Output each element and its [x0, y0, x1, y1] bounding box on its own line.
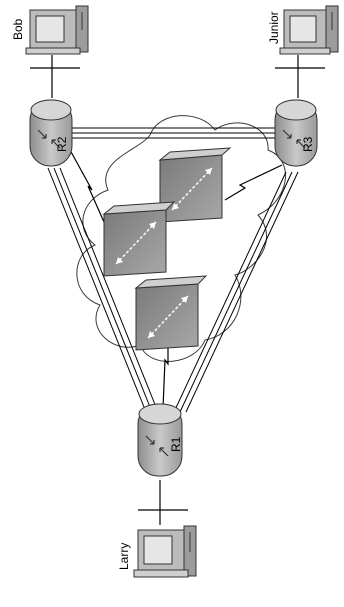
router-label-r3: R3: [301, 136, 315, 152]
lan-bob: [30, 55, 80, 98]
router-label-r2: R2: [55, 136, 69, 152]
host-label-junior: Junior: [267, 11, 281, 44]
pc-junior: [280, 6, 338, 54]
lan-junior: [275, 55, 325, 98]
router-r3: R3: [275, 100, 317, 166]
host-label-larry: Larry: [117, 543, 131, 570]
lan-larry: [138, 480, 188, 525]
pc-bob: [26, 6, 88, 54]
switch-top-right: [160, 148, 230, 222]
router-label-r1: R1: [169, 436, 183, 452]
pc-larry: [134, 526, 196, 577]
switch-bottom: [136, 276, 206, 350]
router-r1: R1: [138, 404, 183, 476]
host-label-bob: Bob: [11, 18, 25, 40]
router-r2: R2: [30, 100, 72, 166]
switch-middle-left: [104, 202, 174, 276]
